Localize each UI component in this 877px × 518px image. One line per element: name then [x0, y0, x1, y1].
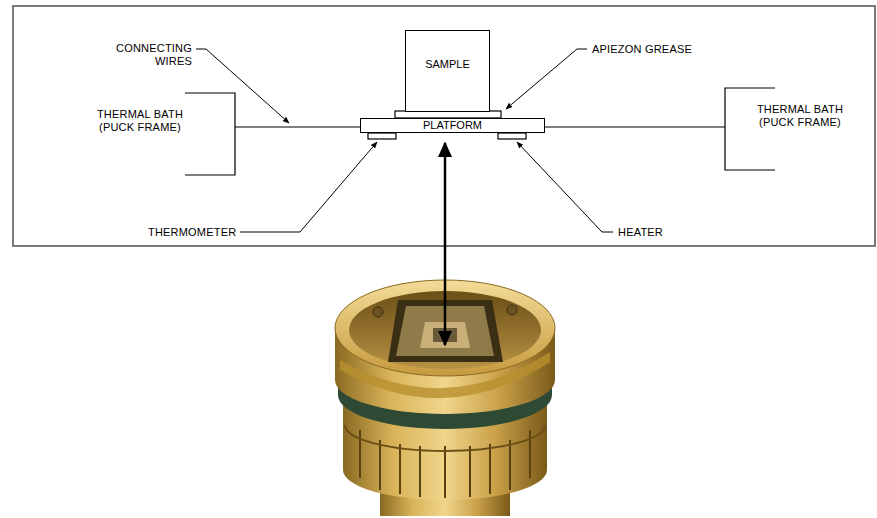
part-label: CONNECTING WIRES — [100, 42, 192, 68]
double-arrow — [444, 143, 447, 345]
grease-layer — [395, 111, 501, 118]
thermometer-symbol — [368, 133, 396, 139]
heater-symbol — [498, 133, 526, 139]
thermal-bath-label: THERMAL BATH (PUCK FRAME) — [750, 103, 850, 129]
platform-box: PLATFORM — [360, 118, 545, 133]
part-label: THERMOMETER — [148, 226, 236, 239]
node-text: PLATFORM — [423, 119, 482, 131]
part-label: HEATER — [618, 226, 663, 239]
part-label: APIEZON GREASE — [592, 43, 692, 56]
node-text: SAMPLE — [425, 57, 470, 71]
thermal-bath-label: THERMAL BATH (PUCK FRAME) — [92, 108, 188, 134]
sample-box: SAMPLE — [405, 30, 490, 112]
